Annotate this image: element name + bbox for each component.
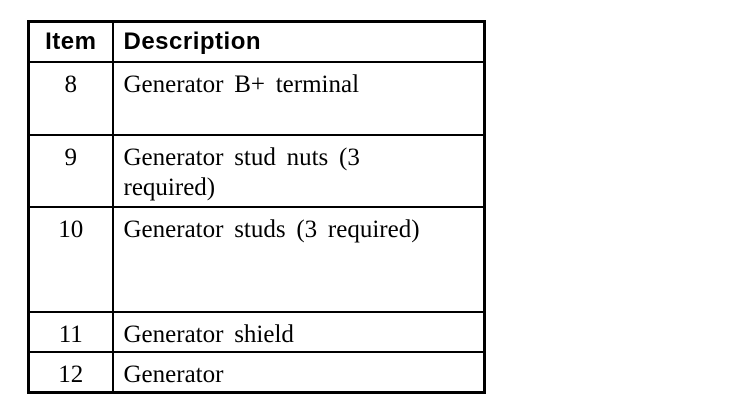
- table-row: 11 Generator shield: [27, 310, 486, 353]
- item-description: Generator B+ terminal: [111, 60, 486, 136]
- table-row: 10 Generator studs (3 required): [27, 205, 486, 313]
- item-description: Generator studs (3 required): [111, 205, 486, 313]
- item-number: 10: [27, 205, 114, 313]
- table-header-row: Item Description: [27, 20, 486, 63]
- item-number: 9: [27, 133, 114, 208]
- item-description: Generator stud nuts (3 required): [111, 133, 486, 208]
- column-header-item: Item: [27, 20, 114, 63]
- item-number: 8: [27, 60, 114, 136]
- item-description: Generator: [111, 350, 486, 394]
- parts-table: Item Description 8 Generator B+ terminal…: [27, 20, 486, 394]
- item-number: 12: [27, 350, 114, 394]
- table-row: 8 Generator B+ terminal: [27, 60, 486, 136]
- item-description: Generator shield: [111, 310, 486, 353]
- column-header-description: Description: [111, 20, 486, 63]
- table-row: 12 Generator: [27, 350, 486, 394]
- item-number: 11: [27, 310, 114, 353]
- table-row: 9 Generator stud nuts (3 required): [27, 133, 486, 208]
